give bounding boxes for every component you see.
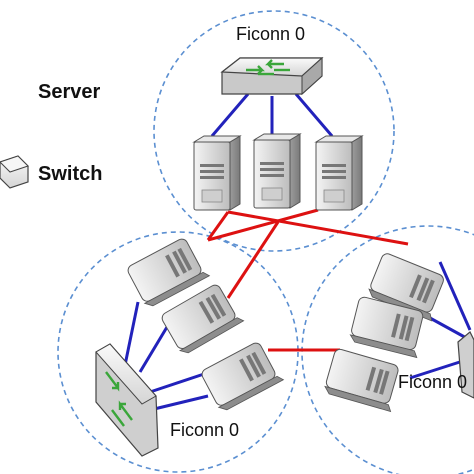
intra-link xyxy=(210,93,250,137)
inter-link xyxy=(207,208,319,242)
intra-link xyxy=(438,261,472,331)
cluster-top-boundary xyxy=(153,10,395,252)
intra-link xyxy=(294,93,334,137)
server-tower-icon xyxy=(315,135,363,211)
server-tower-icon xyxy=(322,347,404,413)
intra-link xyxy=(409,358,467,380)
network-switch-icon xyxy=(457,331,474,399)
inter-link xyxy=(226,221,280,299)
legend-switch-label: Switch xyxy=(38,163,102,185)
server-tower-icon xyxy=(253,133,301,209)
intra-cluster-links xyxy=(122,93,472,412)
network-switch-icon xyxy=(220,56,324,96)
intra-link xyxy=(149,394,209,412)
inter-link xyxy=(206,211,230,241)
server-tower-icon xyxy=(193,135,241,211)
legend-server-label: Server xyxy=(38,81,100,103)
cluster-bottom-right-label: Ficonn 0 xyxy=(398,372,467,392)
inter-cluster-links xyxy=(206,208,409,352)
intra-link xyxy=(138,321,172,373)
legend-switch-icon xyxy=(0,155,29,189)
intra-link xyxy=(429,316,471,342)
intra-link xyxy=(149,370,211,394)
cluster-bottom-left-boundary xyxy=(57,231,299,473)
cluster-top-label: Ficonn 0 xyxy=(236,24,305,44)
cluster-bottom-left-label: Ficonn 0 xyxy=(170,420,239,440)
network-switch-icon xyxy=(95,343,159,457)
inter-link xyxy=(227,210,409,246)
intra-link xyxy=(122,301,140,371)
